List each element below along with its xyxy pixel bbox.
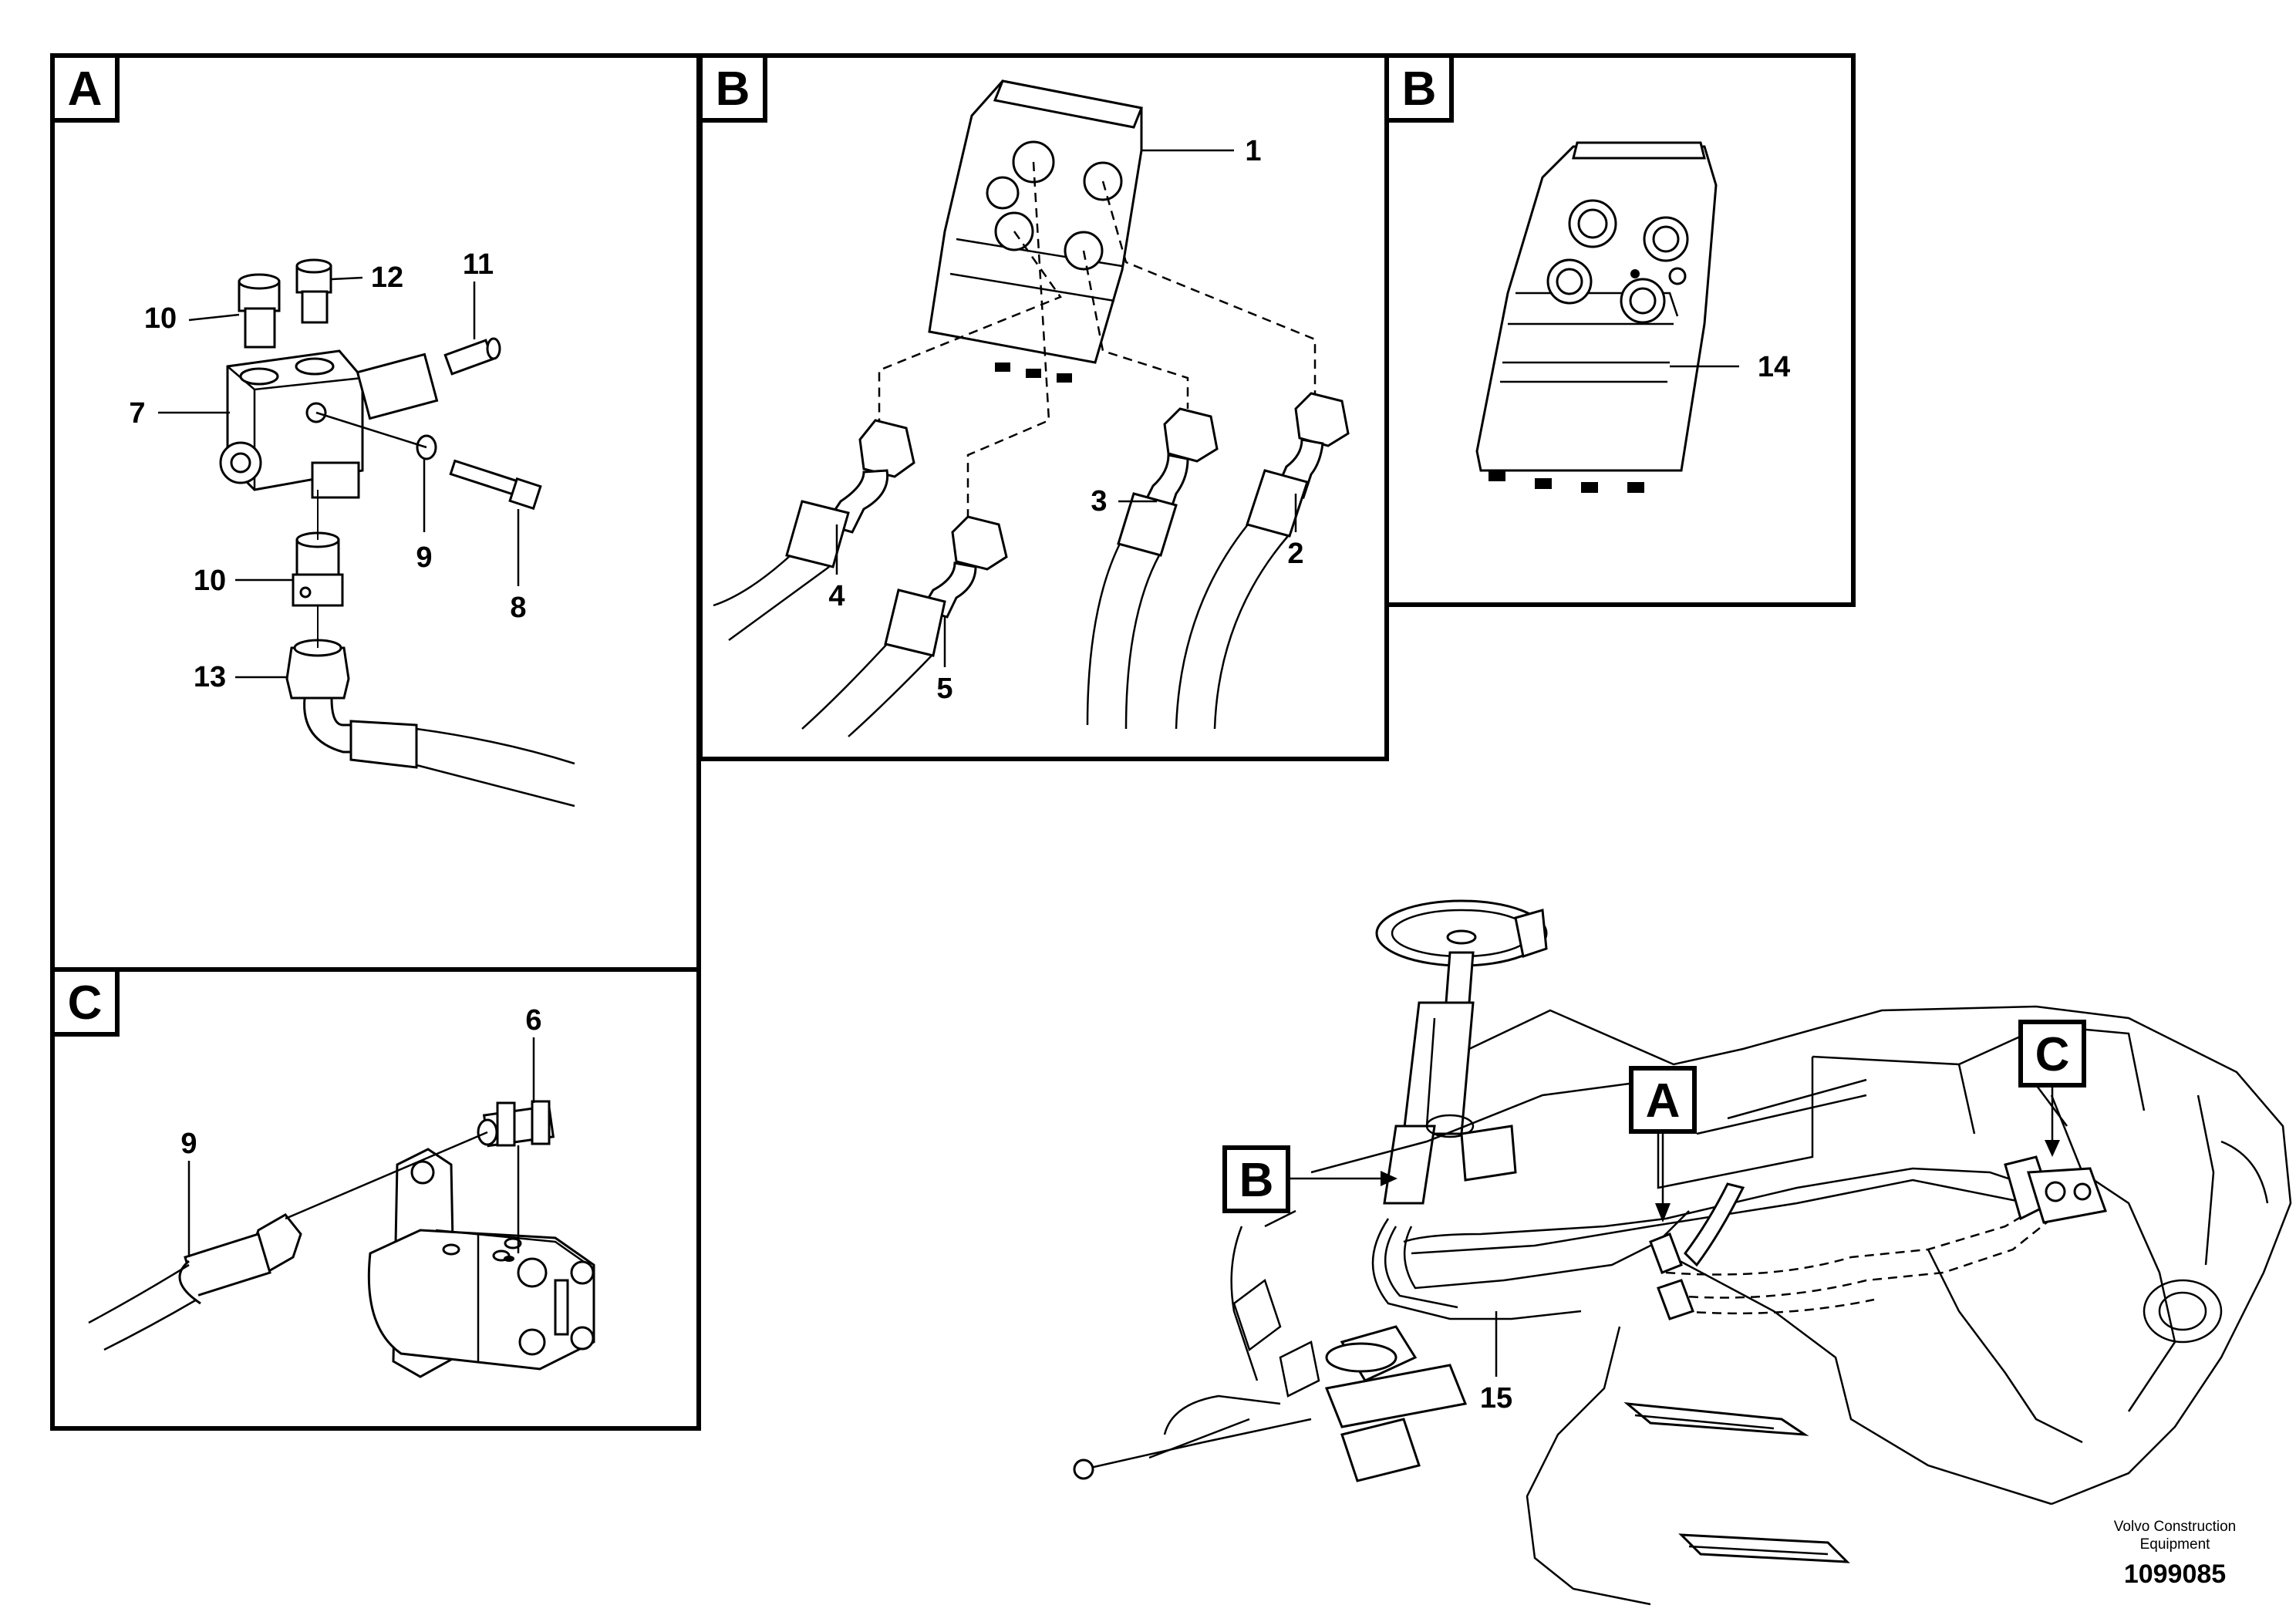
panel-a-tag: A [68,62,103,116]
footer: Volvo Construction Equipment 1099085 [2114,1519,2236,1589]
steering-unit-14 [1475,141,1718,493]
bolt-8 [449,459,542,511]
label-10-top: 10 [144,302,177,335]
nut-13 [285,639,350,700]
panel-b-right: B 14 [1384,53,1856,607]
step-upper [1623,1402,1809,1436]
panel-c-tag: C [68,976,103,1030]
hose-3 [1086,407,1219,730]
hose-4 [713,419,915,642]
label-15: 15 [1480,1382,1512,1415]
valve-block-7 [219,349,439,499]
label-14: 14 [1758,351,1790,383]
hydraulic-pump [367,1148,595,1378]
label-11: 11 [463,248,494,281]
fitting-6 [477,1100,555,1148]
fitting-11 [443,337,501,376]
fitting-10-bottom [292,531,344,607]
panel-b-left: B [698,53,1389,761]
machine-overview: A B C 15 [1073,899,2292,1606]
document-number: 1099085 [2124,1560,2226,1589]
label-8: 8 [510,592,526,624]
label-4: 4 [828,580,845,612]
company-line-2: Equipment [2140,1536,2211,1553]
hose-2 [1175,392,1350,730]
steering-unit-1 [928,79,1144,383]
overview-callout-c: C [2035,1028,2070,1081]
label-6: 6 [525,1004,541,1037]
label-2: 2 [1287,538,1303,570]
step-lower [1678,1533,1850,1563]
hose-5 [801,515,1008,737]
fitting-12 [295,258,332,324]
overview-callout-b: B [1239,1154,1274,1207]
company-line-1: Volvo Construction [2114,1519,2236,1535]
label-9-c: 9 [180,1128,197,1160]
panel-c: C [50,967,701,1431]
label-9-a: 9 [416,541,432,574]
label-7: 7 [129,397,145,430]
fitting-10-top [238,273,281,349]
label-3: 3 [1091,485,1107,518]
label-12: 12 [371,261,403,294]
panel-b-right-tag: B [1402,62,1437,116]
label-10-bottom: 10 [194,565,226,597]
panel-a: A [50,53,701,972]
hose-9 [88,1213,302,1351]
label-5: 5 [936,673,952,705]
label-1: 1 [1245,135,1261,167]
label-13: 13 [194,661,226,693]
overview-callout-a: A [1646,1074,1681,1128]
panel-b-left-tag: B [716,62,750,116]
overview-pump-c [2004,1155,2108,1224]
